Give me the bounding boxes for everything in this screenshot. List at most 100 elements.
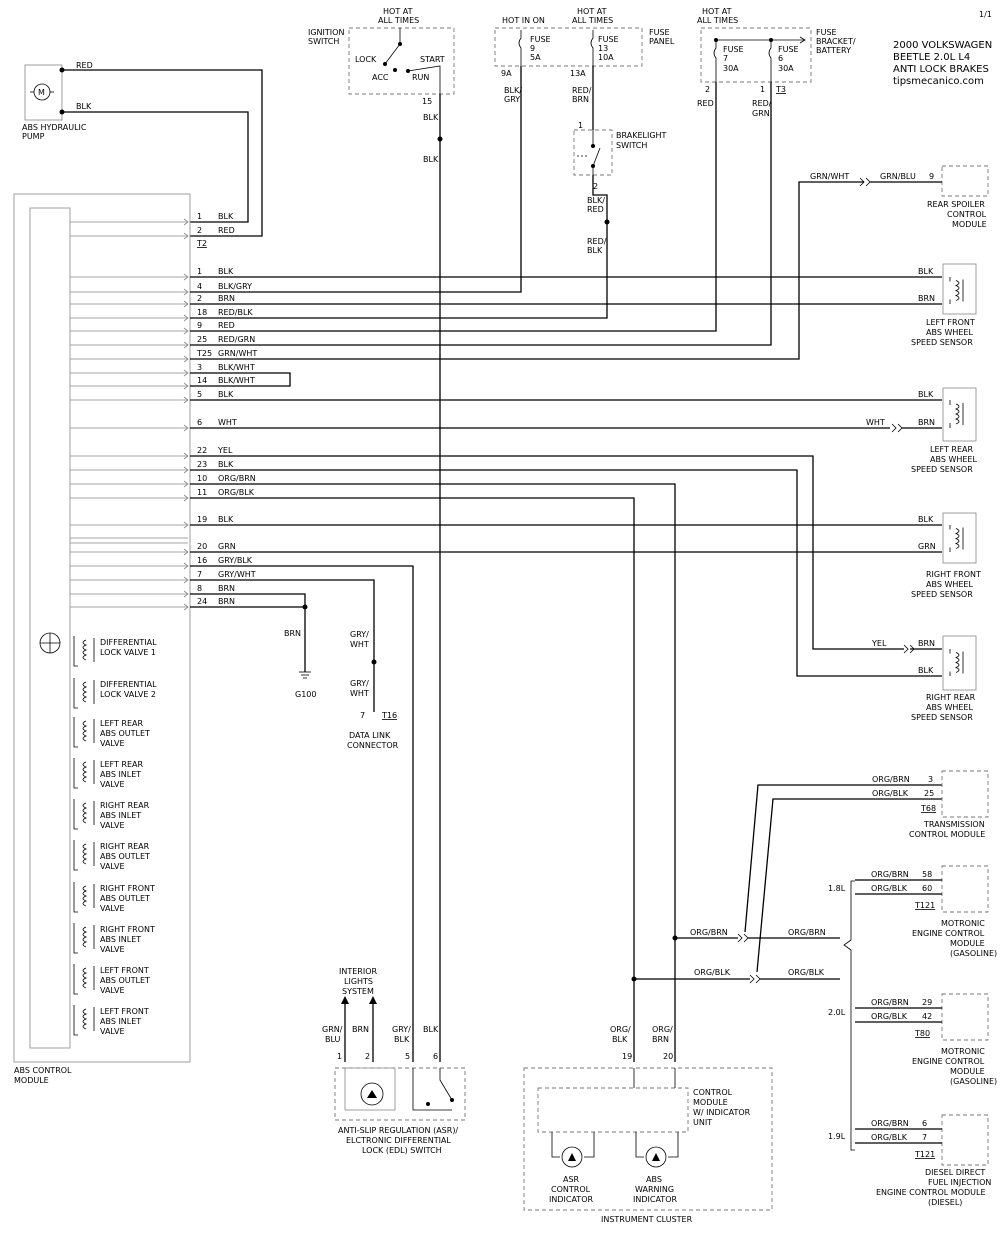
svg-text:VALVE: VALVE: [100, 1027, 125, 1036]
data-link-connector: GRY/ WHT GRY/ WHT 7 T16 DATA LINK CONNEC…: [347, 630, 399, 750]
svg-text:BRACKET/: BRACKET/: [816, 37, 856, 46]
svg-text:LEFT REAR: LEFT REAR: [100, 719, 143, 728]
svg-text:9: 9: [929, 172, 934, 181]
valve-coil-icon: [82, 639, 88, 661]
svg-text:RED: RED: [697, 99, 714, 108]
svg-text:ORG/BLK: ORG/BLK: [871, 1133, 908, 1142]
asr-edl-switch: GRN/ BLU BRN GRY/ BLK BLK 1 2 5 6 ANTI-S…: [322, 1025, 466, 1155]
pin-number: 6: [197, 418, 202, 427]
svg-text:FUSE: FUSE: [530, 35, 551, 44]
svg-text:YEL: YEL: [871, 639, 887, 648]
svg-text:BRN: BRN: [572, 95, 589, 104]
valve-coil-icon: [82, 1008, 88, 1030]
valve-coil-icon: [82, 720, 88, 742]
svg-text:BLK: BLK: [587, 246, 603, 255]
svg-text:BLK/: BLK/: [587, 196, 605, 205]
svg-text:10A: 10A: [598, 53, 614, 62]
blkwht-loop-wire: [190, 372, 291, 387]
pin-number: 16: [197, 556, 207, 565]
svg-text:MODULE: MODULE: [952, 220, 987, 229]
svg-text:BRN: BRN: [918, 639, 935, 648]
svg-text:BLK: BLK: [918, 666, 934, 675]
svg-text:GRY/: GRY/: [350, 630, 369, 639]
svg-text:INDICATOR: INDICATOR: [549, 1195, 593, 1204]
svg-text:SPEED SENSOR: SPEED SENSOR: [911, 338, 973, 347]
ground-g100: BRN G100: [284, 629, 316, 699]
svg-text:M: M: [38, 88, 45, 97]
svg-text:DIFFERENTIAL: DIFFERENTIAL: [100, 638, 157, 647]
wire-color: BRN: [218, 584, 235, 593]
svg-text:RIGHT FRONT: RIGHT FRONT: [100, 884, 155, 893]
fuse-6-icon: [768, 40, 772, 82]
svg-text:GRN/BLU: GRN/BLU: [880, 172, 916, 181]
wire-color: RED/BLK: [218, 308, 253, 317]
svg-text:(GASOLINE): (GASOLINE): [950, 949, 997, 958]
wire-color: BRN: [218, 597, 235, 606]
svg-text:ORG/BLK: ORG/BLK: [871, 1012, 908, 1021]
engine-variant-brace: [843, 880, 855, 1151]
diagram-title: 2000 VOLKSWAGEN BEETLE 2.0L L4 ANTI LOCK…: [893, 40, 992, 87]
svg-text:SYSTEM: SYSTEM: [342, 987, 374, 996]
svg-text:ABS WHEEL: ABS WHEEL: [926, 328, 973, 337]
sensor-coil-icon: [954, 652, 960, 673]
svg-text:1.8L: 1.8L: [828, 884, 846, 893]
bus-orgbrn-label-2: ORG/BRN: [788, 928, 826, 937]
svg-text:MODULE: MODULE: [693, 1098, 728, 1107]
svg-text:VALVE: VALVE: [100, 739, 125, 748]
svg-text:RED/: RED/: [752, 99, 772, 108]
svg-text:FUSE: FUSE: [723, 45, 744, 54]
svg-text:MODULE: MODULE: [950, 1067, 985, 1076]
valve-coil-icon: [82, 967, 88, 989]
valve-coil-icon: [82, 681, 88, 703]
svg-text:BLK: BLK: [423, 155, 439, 164]
svg-text:REAR SPOILER: REAR SPOILER: [927, 200, 985, 209]
svg-text:DATA LINK: DATA LINK: [349, 731, 391, 740]
svg-text:FUSE: FUSE: [778, 45, 799, 54]
svg-text:ELCTRONIC DIFFERENTIAL: ELCTRONIC DIFFERENTIAL: [346, 1136, 451, 1145]
svg-text:INSTRUMENT CLUSTER: INSTRUMENT CLUSTER: [601, 1215, 693, 1224]
svg-text:ORG/BRN: ORG/BRN: [871, 1119, 909, 1128]
ignition-switch: HOT AT ALL TIMES IGNITION SWITCH LOCK AC…: [308, 7, 455, 164]
abs-control-module: ABS CONTROL MODULE: [13, 193, 191, 1085]
svg-text:VALVE: VALVE: [100, 780, 125, 789]
svg-text:RED/: RED/: [572, 86, 592, 95]
svg-text:BRAKELIGHT: BRAKELIGHT: [616, 131, 667, 140]
svg-text:DIFFERENTIAL: DIFFERENTIAL: [100, 680, 157, 689]
svg-text:WHT: WHT: [350, 689, 369, 698]
svg-text:ABS OUTLET: ABS OUTLET: [100, 729, 150, 738]
svg-text:MODULE: MODULE: [14, 1076, 49, 1085]
svg-text:2: 2: [197, 226, 202, 235]
rr-sensor-blk-wire: [190, 469, 942, 677]
pin-number: 18: [197, 308, 207, 317]
pin-number: 7: [197, 570, 202, 579]
wire-color: BLK: [218, 390, 234, 399]
svg-text:BLK: BLK: [218, 212, 234, 221]
fuse-panel: HOT IN ON HOT AT ALL TIMES FUSE PANEL FU…: [494, 7, 675, 104]
arrow-up-icon: [369, 996, 377, 1004]
svg-text:2000 VOLKSWAGEN: 2000 VOLKSWAGEN: [893, 40, 992, 51]
interior-lights-system: INTERIOR LIGHTS SYSTEM: [339, 967, 378, 1004]
svg-text:VALVE: VALVE: [100, 862, 125, 871]
svg-text:GRY: GRY: [504, 95, 520, 104]
svg-text:RED/: RED/: [587, 237, 607, 246]
svg-text:ALL TIMES: ALL TIMES: [572, 16, 613, 25]
pump-blk-wire: [62, 111, 249, 223]
svg-text:HOT IN ON: HOT IN ON: [502, 16, 545, 25]
svg-text:T16: T16: [381, 711, 397, 720]
svg-text:1.9L: 1.9L: [828, 1132, 846, 1141]
svg-text:BLK: BLK: [423, 1025, 439, 1034]
svg-text:BRN: BRN: [284, 629, 301, 638]
